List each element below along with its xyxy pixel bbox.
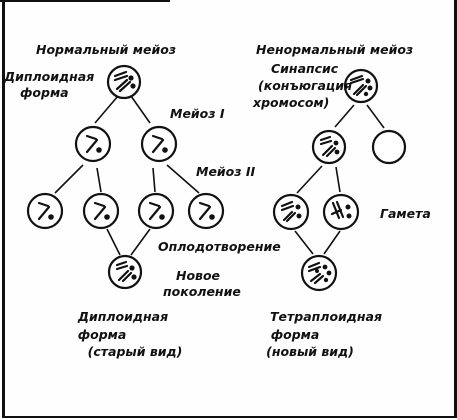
title-abnormal-meiosis: Ненормальный мейоз — [256, 42, 414, 57]
edge-diploid-gamete-to-g6 — [335, 166, 341, 193]
label-old-species-line1: Диплоидная — [77, 309, 169, 324]
label-synapsis-line2: (конъюгация — [258, 78, 352, 93]
edge-g6-to-tetraploid — [323, 230, 341, 255]
cell-diploid-gamete — [311, 129, 347, 165]
label-gamete: Гамета — [380, 206, 431, 221]
label-old-species-line3: (старый вид) — [87, 344, 183, 359]
edge-cell1b-to-g3 — [152, 167, 156, 193]
label-fertilization: Оплодотворение — [158, 239, 281, 254]
gamete-5 — [272, 193, 310, 231]
edge-g2-to-offspring — [106, 228, 121, 256]
label-meiosis-1: Мейоз I — [170, 106, 225, 121]
gamete-6 — [322, 193, 360, 231]
edge-zygote-to-cell1a — [94, 95, 119, 124]
cell-meiosis1-left — [74, 125, 112, 163]
label-old-species-line2: форма — [77, 327, 127, 342]
gamete-4 — [187, 192, 225, 230]
label-new-species-line2: форма — [270, 327, 320, 342]
edge-zygote-to-cell1b — [130, 95, 151, 124]
edge-g5-to-tetraploid — [294, 230, 314, 255]
edge-cell1a-to-g1 — [54, 164, 84, 194]
label-new-generation-line1: Новое — [176, 268, 221, 283]
label-synapsis-line3: хромосом) — [253, 95, 330, 110]
gamete-1 — [26, 192, 64, 230]
edge-cell1a-to-g2 — [96, 167, 102, 193]
cell-synapsis — [343, 68, 379, 104]
label-meiosis-2: Мейоз II — [196, 164, 256, 179]
cell-tetraploid — [300, 254, 338, 292]
label-diploid-form-line2: форма — [20, 85, 69, 100]
title-normal-meiosis: Нормальный мейоз — [36, 42, 177, 57]
label-new-species-line3: (новый вид) — [266, 344, 354, 359]
label-new-generation-line2: поколение — [163, 284, 241, 299]
top-rule — [0, 0, 170, 2]
edge-cell1b-to-g4 — [166, 164, 200, 194]
edge-diploid-gamete-to-g5 — [296, 165, 323, 194]
label-synapsis-line1: Синапсис — [271, 61, 339, 76]
edge-g3-to-offspring — [130, 228, 151, 256]
cell-meiosis1-right — [140, 125, 178, 163]
gamete-3 — [137, 192, 175, 230]
cell-diploid-zygote — [106, 64, 142, 100]
edge-synapsis-to-diploid-gamete — [334, 104, 355, 128]
cell-empty-gamete — [371, 129, 407, 165]
label-new-species-line1: Тетраплоидная — [270, 309, 382, 324]
gamete-2 — [82, 192, 120, 230]
edge-synapsis-to-empty-gamete — [366, 104, 385, 129]
cell-diploid-offspring — [107, 254, 143, 290]
label-diploid-form-line1: Диплоидная — [4, 69, 95, 84]
